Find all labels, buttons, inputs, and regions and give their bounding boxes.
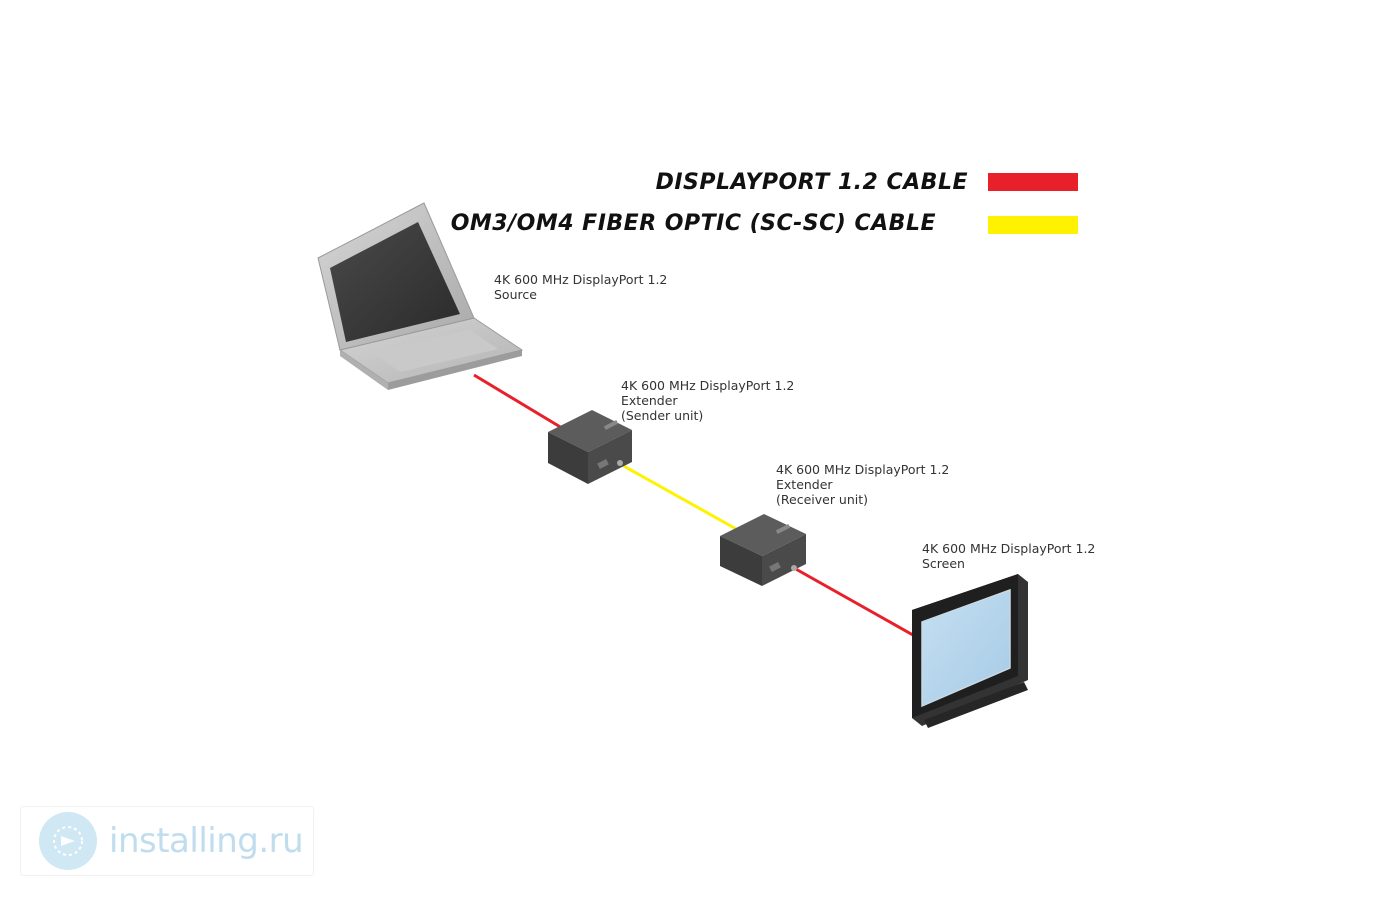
extender-box-icon — [720, 514, 806, 586]
screen-label-line-2: Screen — [922, 556, 965, 571]
receiver-label: 4K 600 MHz DisplayPort 1.2 Extender (Rec… — [776, 462, 949, 507]
source-label: 4K 600 MHz DisplayPort 1.2 Source — [494, 272, 667, 302]
receiver-label-line-1: 4K 600 MHz DisplayPort 1.2 — [776, 462, 950, 477]
extender-box-icon — [548, 410, 632, 484]
installing-logo-icon — [39, 812, 97, 870]
screen-label-line-1: 4K 600 MHz DisplayPort 1.2 — [922, 541, 1096, 556]
receiver-label-line-3: (Receiver unit) — [776, 492, 869, 507]
source-label-line-1: 4K 600 MHz DisplayPort 1.2 — [494, 272, 668, 287]
legend-fiber-label: OM3/OM4 FIBER OPTIC (SC-SC) CABLE — [450, 211, 936, 236]
receiver-label-line-2: Extender — [776, 477, 833, 492]
sender-label-line-3: (Sender unit) — [621, 408, 704, 423]
legend-displayport-label: DISPLAYPORT 1.2 CABLE — [655, 170, 968, 195]
screen-label: 4K 600 MHz DisplayPort 1.2 Screen — [922, 541, 1095, 571]
sender-label: 4K 600 MHz DisplayPort 1.2 Extender (Sen… — [621, 378, 794, 423]
sender-label-line-1: 4K 600 MHz DisplayPort 1.2 — [621, 378, 795, 393]
sender-label-line-2: Extender — [621, 393, 678, 408]
fiber-cable — [621, 463, 739, 532]
monitor-icon — [912, 574, 1028, 728]
watermark: installing.ru — [20, 806, 314, 876]
laptop-icon — [317, 202, 524, 390]
legend-fiber-swatch — [988, 216, 1078, 234]
displayport-cable-source — [473, 373, 563, 430]
watermark-text: installing.ru — [109, 821, 304, 861]
displayport-cable-screen — [793, 566, 914, 637]
legend-displayport-swatch — [988, 173, 1078, 191]
source-label-line-2: Source — [494, 287, 537, 302]
